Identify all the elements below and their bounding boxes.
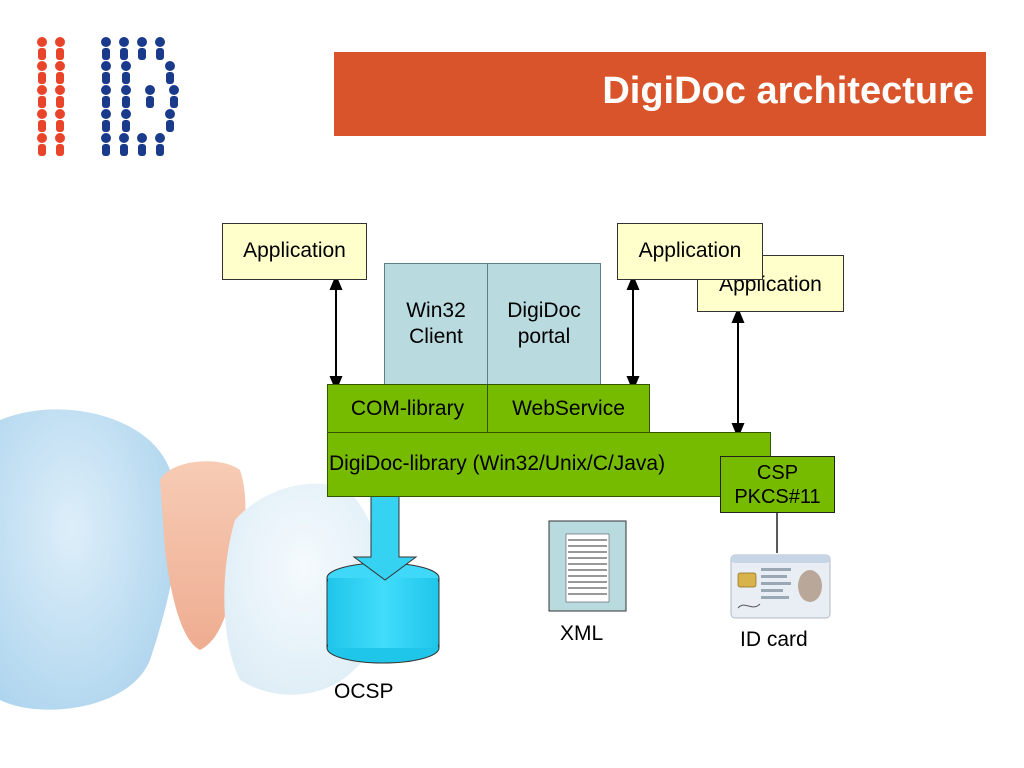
csp-pkcs11-label: CSP PKCS#11 [734,461,821,508]
digidoc-library-box: DigiDoc-library (Win32/Unix/C/Java) [327,432,771,497]
logo-blue-dots [101,37,179,156]
logo-red-dots [37,37,65,156]
xml-label: XML [560,622,604,645]
win32-client-box: Win32 Client [384,263,488,385]
csp-pkcs11-box: CSP PKCS#11 [720,456,835,513]
background-figures [0,409,383,710]
ocsp-label: OCSP [334,680,394,703]
win32-client-label: Win32 Client [406,298,466,348]
peach-figure [160,461,246,650]
digidoc-library-label: DigiDoc-library (Win32/Unix/C/Java) [329,452,666,476]
webservice-box: WebService [487,384,650,434]
slide-title: DigiDoc architecture [602,70,974,112]
blue-figure [0,409,179,710]
id-card-image [730,554,831,619]
application-box-front: Application [617,223,763,280]
application-box-left: Application [222,223,367,280]
ocsp-arrow [352,495,418,581]
title-bar: DigiDoc architecture [334,52,986,136]
com-library-box: COM-library [327,384,488,434]
arrows [329,274,745,439]
logo [37,37,179,156]
digidoc-portal-label: DigiDoc portal [507,298,581,348]
id-card-label: ID card [740,628,808,651]
xml-document-icon [548,520,627,612]
ocsp-database [326,562,440,664]
digidoc-portal-box: DigiDoc portal [487,263,601,385]
